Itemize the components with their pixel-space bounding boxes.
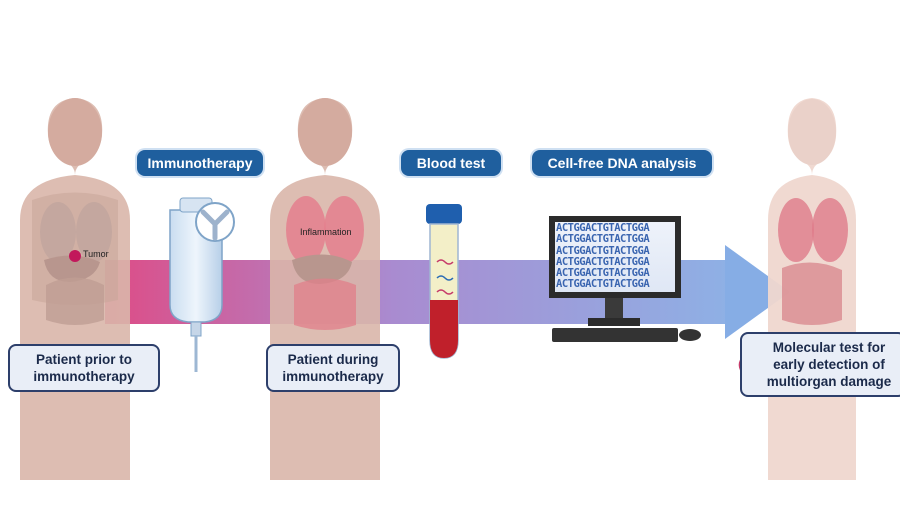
tumor-label: Tumor [83, 249, 109, 259]
caption-line: immunotherapy [33, 369, 135, 384]
dna-screen-text: ACTGGACTGTACTGGA ACTGGACTGTACTGGA ACTGGA… [556, 223, 674, 291]
patient-result-figure [768, 98, 856, 480]
caption-patient-during: Patient during immunotherapy [266, 344, 400, 392]
caption-patient-before: Patient prior to immunotherapy [8, 344, 160, 392]
dna-row: ACTGGACTGTACTGGA [556, 278, 650, 291]
caption-result: Molecular test for early detection of mu… [740, 332, 900, 397]
computer-icon [549, 216, 701, 342]
patient-during-figure [270, 98, 380, 480]
caption-line: Patient during [287, 352, 379, 367]
dna-row: ACTGGACTGTACTGGA [556, 223, 650, 234]
caption-line: Molecular test for [772, 340, 886, 355]
dna-row: ACTGGACTGTACTGGA [556, 233, 650, 246]
dna-row: ACTGGACTGTACTGGA [556, 255, 650, 268]
tumor-marker [69, 250, 81, 262]
caption-line: multiorgan damage [766, 374, 892, 389]
dna-row: ACTGGACTGTACTGGA [556, 244, 650, 257]
step-blood-test-label: Blood test [401, 150, 501, 176]
iv-bag-icon [169, 197, 235, 372]
blood-tube-icon [426, 204, 462, 359]
caption-line: immunotherapy [282, 369, 384, 384]
step-immunotherapy-label: Immunotherapy [137, 150, 263, 176]
caption-line: early detection of [773, 357, 885, 372]
patient-before-figure [20, 98, 130, 480]
step-cfdna-label: Cell-free DNA analysis [532, 150, 712, 176]
inflammation-label: Inflammation [300, 227, 352, 237]
dna-row: ACTGGACTGTACTGGA [556, 267, 650, 280]
caption-line: Patient prior to [35, 352, 132, 367]
